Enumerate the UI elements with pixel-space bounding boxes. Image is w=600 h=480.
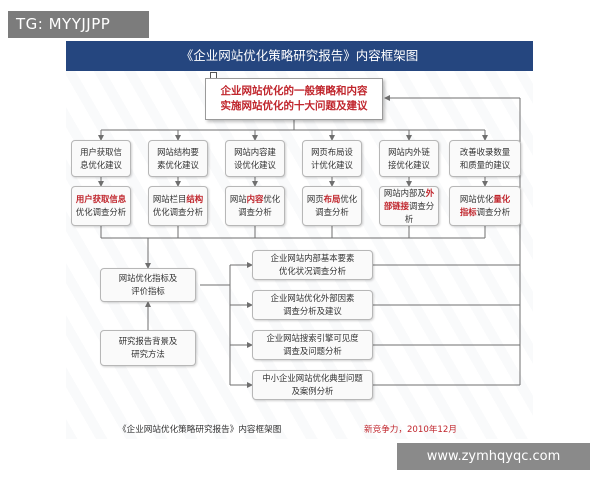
upper-box-1: 用户获取信 息优化建议 xyxy=(71,140,131,177)
background-method-box: 研究报告背景及 研究方法 xyxy=(100,330,196,366)
lower-box-2-pre: 网站栏目 xyxy=(152,194,187,204)
upper-box-3: 网站内容建 设优化建议 xyxy=(225,140,285,177)
lower-box-3-post: 优化 调查分析 xyxy=(238,194,281,217)
lower-box-5: 网站内部及外 部链接调查分析 xyxy=(379,186,439,226)
lower-box-6-pre: 网站优化 xyxy=(459,194,494,204)
watermark-url: www.zymhqyqc.com xyxy=(397,443,590,470)
lower-box-4-pre: 网页 xyxy=(306,194,324,204)
lower-box-3: 网站内容优化 调查分析 xyxy=(225,186,285,226)
upper-box-5: 网站内外链 接优化建议 xyxy=(379,140,439,177)
lower-box-5-highlight: 外 部链接 xyxy=(383,187,435,211)
upper-box-6: 改善收录数量 和质量的建议 xyxy=(449,140,521,177)
upper-box-4: 网页布局设 计优化建议 xyxy=(302,140,362,177)
general-strategy-line1: 企业网站优化的一般策略和内容 xyxy=(220,85,368,97)
diagram-title: 《企业网站优化策略研究报告》内容框架图 xyxy=(66,41,533,71)
lower-box-6-highlight: 量化 指标 xyxy=(459,194,511,217)
lower-box-4-post: 优化 调查分析 xyxy=(315,194,358,217)
lower-box-1: 用户获取信息 优化调查分析 xyxy=(71,186,131,226)
lower-box-5-post: 调查分析 xyxy=(404,200,435,224)
lower-box-1-post: 优化调查分析 xyxy=(75,207,127,217)
upper-box-2: 网站结构要 素优化建议 xyxy=(148,140,208,177)
lower-box-4-highlight: 布局 xyxy=(323,194,341,204)
lower-box-3-pre: 网站 xyxy=(229,194,247,204)
right-box-external: 企业网站优化外部因素 调查分析及建议 xyxy=(252,290,373,320)
right-box-visibility: 企业网站搜索引擎可见度 调查及问题分析 xyxy=(252,330,373,360)
lower-box-2-post: 优化调查分析 xyxy=(152,207,204,217)
caption-right: 新竞争力，2010年12月 xyxy=(364,425,457,435)
lower-box-2: 网站栏目结构 优化调查分析 xyxy=(148,186,208,226)
caption-left: 《企业网站优化策略研究报告》内容框架图 xyxy=(118,425,282,435)
lower-box-5-pre: 网站内部及 xyxy=(383,187,426,198)
lower-box-2-highlight: 结构 xyxy=(186,194,204,204)
watermark-tag: TG: MYYJJPP xyxy=(8,11,149,38)
right-box-internal: 企业网站内部基本要素 优化状况调查分析 xyxy=(252,250,373,280)
right-box-cases: 中小企业网站优化典型问题 及案例分析 xyxy=(252,370,373,400)
lower-box-4: 网页布局优化 调查分析 xyxy=(302,186,362,226)
general-strategy-box: 企业网站优化的一般策略和内容 实施网站优化的十大问题及建议 xyxy=(205,78,383,120)
lower-box-1-highlight: 用户获取信息 xyxy=(75,194,127,204)
lower-box-6-post: 调查分析 xyxy=(476,207,511,217)
lower-box-6: 网站优化量化 指标调查分析 xyxy=(449,186,521,226)
general-strategy-line2: 实施网站优化的十大问题及建议 xyxy=(220,100,368,112)
evaluation-index-box: 网站优化指标及 评价指标 xyxy=(100,268,196,302)
lower-box-3-highlight: 内容 xyxy=(246,194,264,204)
